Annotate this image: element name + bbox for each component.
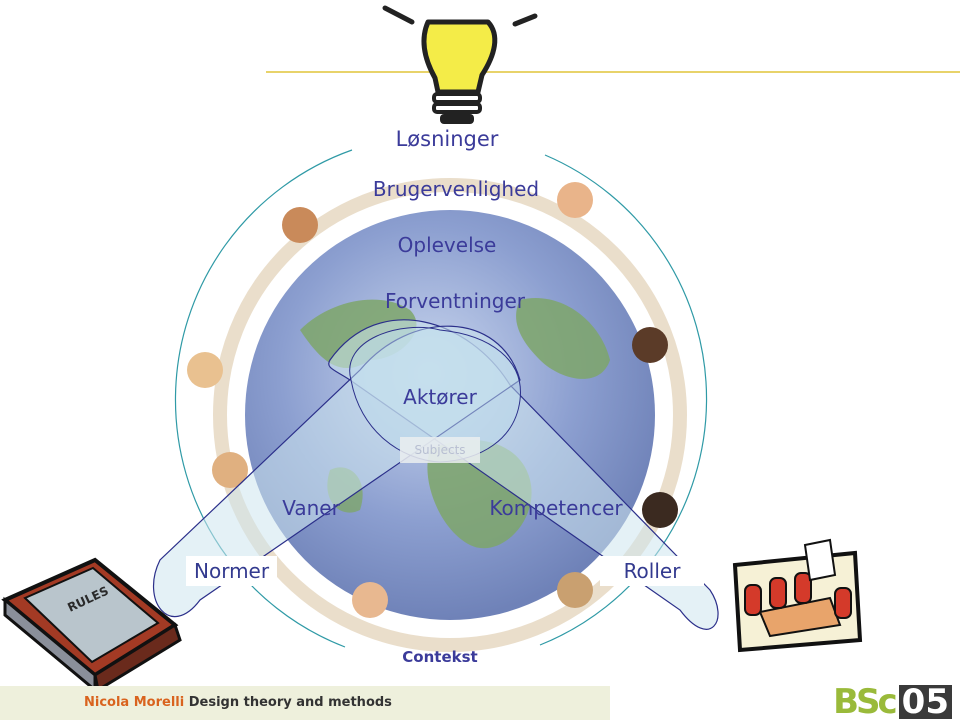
- top-rule: [266, 71, 960, 73]
- label-roller: Roller: [600, 556, 704, 586]
- footer-text: Nicola Morelli Design theory and methods: [84, 695, 392, 710]
- label-brugervenlighed: Brugervenlighed: [372, 177, 540, 201]
- footer-author: Nicola Morelli: [84, 695, 185, 710]
- label-losninger: Løsninger: [395, 127, 499, 151]
- children-ring-illustration: [187, 178, 687, 652]
- label-subjects: Subjects: [400, 437, 480, 463]
- meeting-room-icon: [732, 538, 863, 653]
- context-circle: [174, 149, 708, 648]
- footer-title: Design theory and methods: [188, 695, 392, 710]
- rules-book-icon: RULES: [1, 557, 182, 694]
- logo-number: 05: [898, 685, 952, 719]
- label-aktorer: Aktører: [403, 385, 477, 409]
- lightbulb-icon: [382, 5, 538, 124]
- bsc-logo: BSc 05: [833, 684, 952, 720]
- label-vaner: Vaner: [282, 496, 340, 520]
- relation-loops: [152, 319, 719, 630]
- footer-bar: Nicola Morelli Design theory and methods: [0, 686, 610, 720]
- logo-bs: BSc: [833, 682, 898, 722]
- label-forventninger: Forventninger: [384, 289, 526, 313]
- label-kompetencer: Kompetencer: [489, 496, 623, 520]
- label-normer: Normer: [186, 556, 278, 586]
- label-contekst: Contekst: [402, 648, 478, 666]
- label-oplevelse: Oplevelse: [397, 233, 497, 257]
